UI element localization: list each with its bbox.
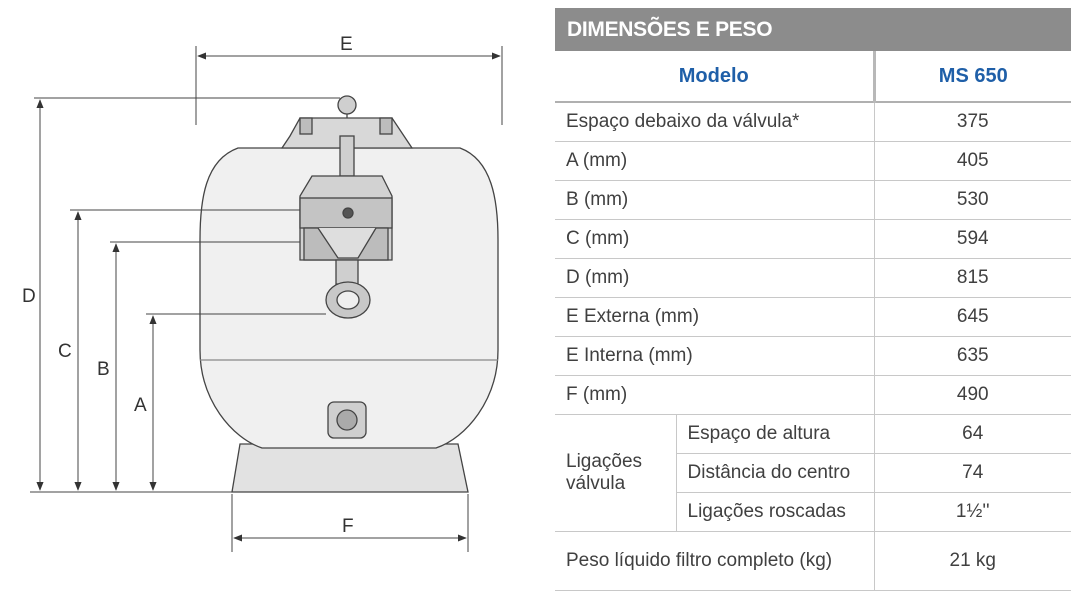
table-row: C (mm)594 bbox=[555, 219, 1071, 259]
row-value: 375 bbox=[874, 102, 1071, 142]
row-label: F (mm) bbox=[555, 375, 875, 415]
dimension-lines bbox=[30, 46, 503, 552]
row-value: 490 bbox=[874, 375, 1071, 415]
table-row: Distância do centro 74 bbox=[555, 453, 1071, 493]
row-value: 74 bbox=[874, 453, 1071, 493]
spec-table: Modelo MS 650 Espaço debaixo da válvula*… bbox=[555, 51, 1071, 591]
row-value: 635 bbox=[874, 336, 1071, 376]
row-value: 815 bbox=[874, 258, 1071, 298]
label-d: D bbox=[22, 286, 36, 307]
label-f: F bbox=[342, 516, 354, 537]
label-b: B bbox=[97, 359, 110, 380]
weight-value: 21 kg bbox=[874, 531, 1071, 591]
filter-drawing bbox=[199, 95, 499, 493]
table-header-row: Modelo MS 650 bbox=[555, 51, 1071, 103]
panel-title: DIMENSÕES E PESO bbox=[555, 8, 1071, 51]
row-value: 1½'' bbox=[874, 492, 1071, 532]
label-a: A bbox=[134, 395, 147, 416]
table-row: B (mm)530 bbox=[555, 180, 1071, 220]
weight-row: Peso líquido filtro completo (kg) 21 kg bbox=[555, 531, 1071, 591]
spec-panel: DIMENSÕES E PESO Modelo MS 650 Espaço de… bbox=[555, 8, 1071, 591]
row-value: 405 bbox=[874, 141, 1071, 181]
row-label: Espaço de altura bbox=[676, 414, 875, 454]
valve-group-label: Ligações válvula bbox=[555, 414, 677, 532]
weight-label: Peso líquido filtro completo (kg) bbox=[555, 531, 875, 591]
drain-plug bbox=[336, 409, 358, 431]
label-c: C bbox=[58, 341, 72, 362]
filter-base bbox=[231, 443, 469, 493]
table-row: D (mm)815 bbox=[555, 258, 1071, 298]
header-model-label: Modelo bbox=[555, 51, 876, 103]
row-label: Distância do centro bbox=[676, 453, 875, 493]
table-row: Ligações válvula Espaço de altura 64 bbox=[555, 414, 1071, 532]
row-value: 594 bbox=[874, 219, 1071, 259]
row-label: A (mm) bbox=[555, 141, 875, 181]
row-label: Ligações roscadas bbox=[676, 492, 875, 532]
label-e: E bbox=[340, 34, 353, 55]
table-row: E Interna (mm)635 bbox=[555, 336, 1071, 376]
table-row: F (mm)490 bbox=[555, 375, 1071, 415]
header-model-value: MS 650 bbox=[874, 51, 1071, 103]
lid-handle bbox=[337, 95, 357, 115]
table-row: E Externa (mm)645 bbox=[555, 297, 1071, 337]
row-label: Espaço debaixo da válvula* bbox=[555, 102, 875, 142]
table-row: A (mm)405 bbox=[555, 141, 1071, 181]
row-value: 645 bbox=[874, 297, 1071, 337]
table-row: Espaço debaixo da válvula*375 bbox=[555, 102, 1071, 142]
row-label: C (mm) bbox=[555, 219, 875, 259]
row-label: D (mm) bbox=[555, 258, 875, 298]
row-label: E Interna (mm) bbox=[555, 336, 875, 376]
row-label: E Externa (mm) bbox=[555, 297, 875, 337]
row-value: 530 bbox=[874, 180, 1071, 220]
row-value: 64 bbox=[874, 414, 1071, 454]
filter-dimension-diagram: E D C B A F bbox=[22, 34, 503, 552]
table-row: Ligações roscadas 1½'' bbox=[555, 492, 1071, 532]
row-label: B (mm) bbox=[555, 180, 875, 220]
